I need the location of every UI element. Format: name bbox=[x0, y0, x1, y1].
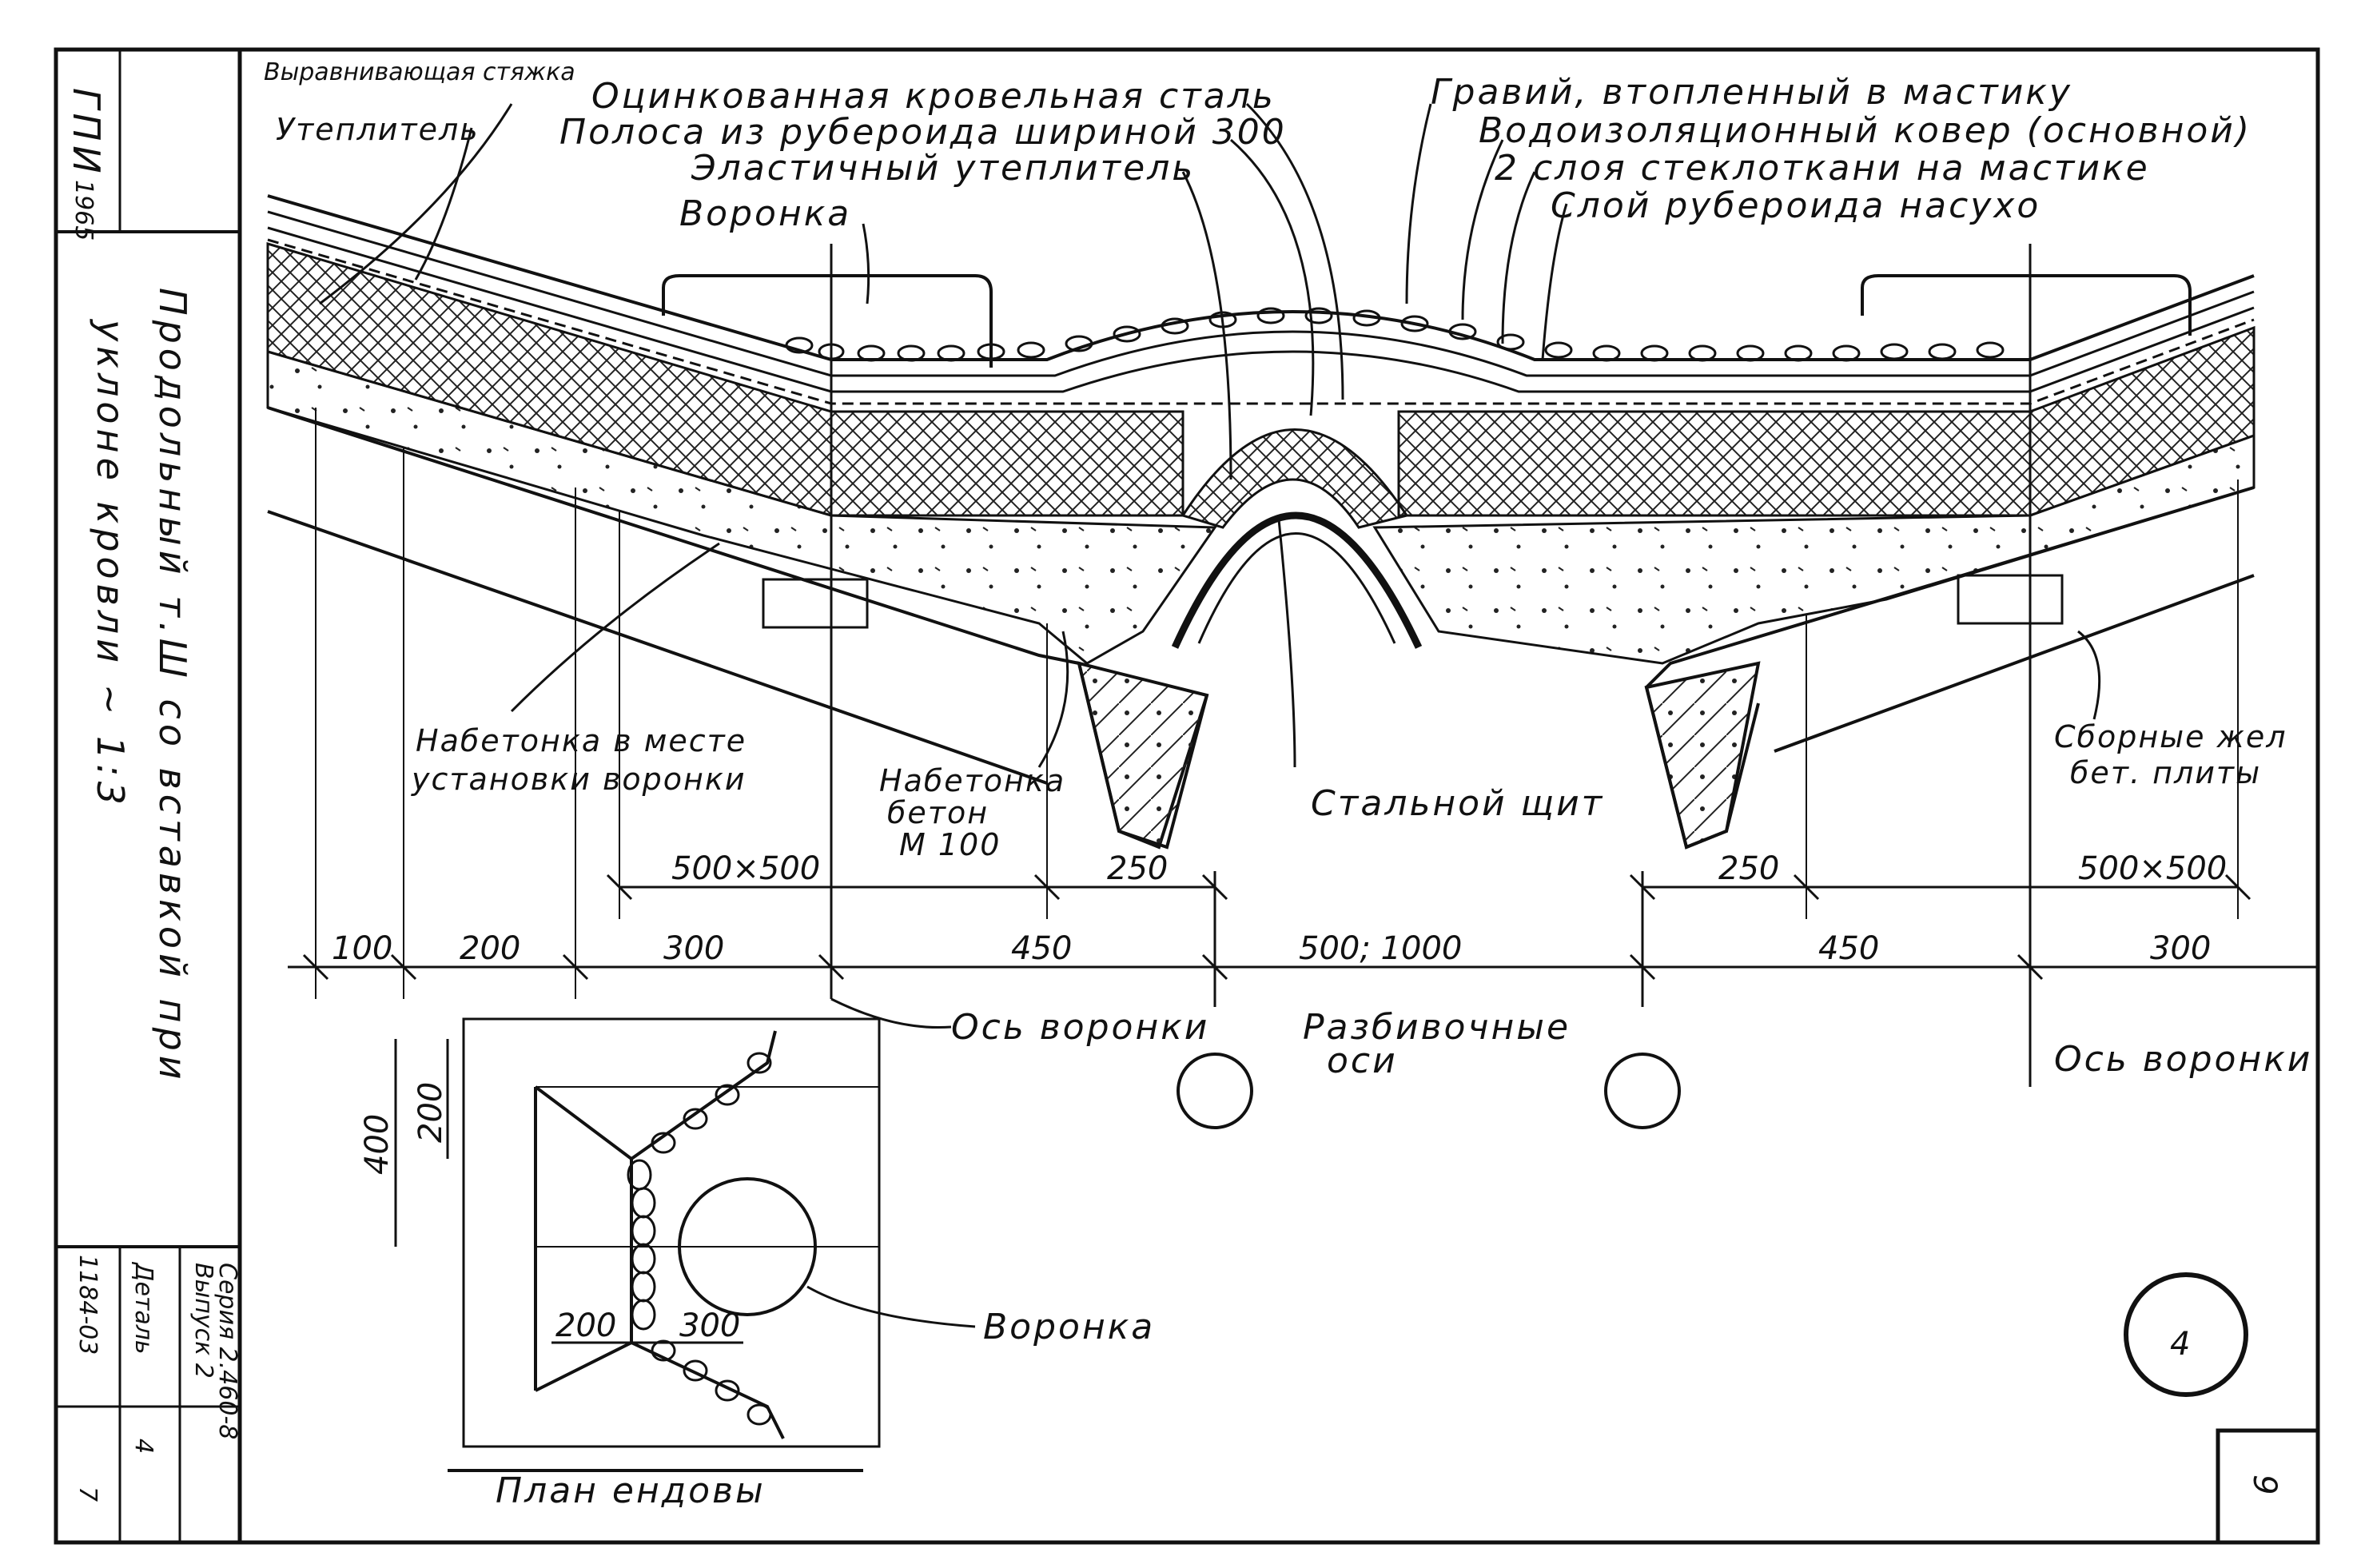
label-insulation-left: Утеплитель bbox=[276, 112, 480, 147]
stamp-issue: Выпуск 2 bbox=[189, 1263, 217, 1379]
label-gravel: Гравий, втопленный в мастику bbox=[1431, 72, 2072, 113]
dim-upper-right: 500×500 bbox=[2078, 850, 2227, 887]
detail-marker-circle bbox=[2124, 1272, 2248, 1397]
label-precast-line2: бет. плиты bbox=[2070, 755, 2261, 790]
label-funnel-axis-left: Ось воронки bbox=[951, 1007, 1209, 1048]
dim-plan-300: 300 bbox=[679, 1307, 740, 1344]
stamp-sheet-bottom: 7 bbox=[74, 1486, 102, 1502]
dim-500-1000: 500; 1000 bbox=[1299, 930, 1462, 967]
label-marking-axes-line1: Разбивочные bbox=[1303, 1007, 1571, 1048]
slab-right-rib bbox=[1644, 661, 1761, 850]
dim-450-left: 450 bbox=[1011, 930, 1072, 967]
dim-450-right: 450 bbox=[1818, 930, 1879, 967]
stamp-detail-value: 4 bbox=[129, 1439, 157, 1454]
dim-plan-400: 400 bbox=[359, 1114, 396, 1175]
dim-upper-left-250: 250 bbox=[1107, 850, 1168, 887]
roof-section bbox=[266, 194, 2256, 1087]
arch-insulation bbox=[1181, 428, 1409, 529]
valley-plan bbox=[394, 1017, 881, 1472]
stamp-title-line1: Продольный т.Ш со вставкой при bbox=[151, 288, 194, 1084]
dim-300-right: 300 bbox=[2150, 930, 2211, 967]
dim-upper-right-250: 250 bbox=[1718, 850, 1779, 887]
dim-300-left: 300 bbox=[663, 930, 724, 967]
dim-upper-left: 500×500 bbox=[671, 850, 820, 887]
dimension-lines bbox=[288, 874, 2318, 981]
stamp-year: 1965 bbox=[70, 180, 98, 241]
steel-shield-arch bbox=[1171, 511, 1423, 649]
label-precast-line1: Сборные жел bbox=[2054, 719, 2287, 754]
label-funnel-plan: Воронка bbox=[983, 1307, 1155, 1347]
insulation-middle-right bbox=[1397, 410, 2032, 517]
detail-marker-number: 4 bbox=[2170, 1326, 2190, 1363]
stamp-series: Серия 2.460-8 bbox=[213, 1263, 241, 1439]
label-valley-plan: План ендовы bbox=[496, 1470, 766, 1511]
sheet-frame bbox=[54, 47, 2320, 1545]
label-funnel-axis-right: Ось воронки bbox=[2054, 1039, 2312, 1080]
stamp-detail-label: Деталь bbox=[129, 1261, 157, 1355]
label-elastic-insulation: Эластичный утеплитель bbox=[691, 148, 1195, 189]
dim-200: 200 bbox=[460, 930, 520, 967]
concrete-fill bbox=[266, 350, 1217, 665]
leader-lines bbox=[319, 102, 2101, 1328]
marking-axis-circle-left bbox=[1177, 1053, 1253, 1129]
label-concrete-line2: бетон bbox=[887, 795, 989, 830]
gravel-layer bbox=[785, 307, 2005, 362]
label-funnel-top: Воронка bbox=[679, 193, 851, 234]
label-waterproof-carpet: Водоизоляционный ковер (основной) bbox=[1479, 110, 2252, 151]
label-roofing-strip: Полоса из рубероида шириной 300 bbox=[559, 112, 1287, 153]
label-marking-axes-line2: оси bbox=[1327, 1041, 1398, 1081]
label-concrete-line3: М 100 bbox=[899, 827, 1001, 862]
labels: Выравнивающая стяжка Утеплитель Оцинкова… bbox=[264, 58, 2312, 1511]
dim-plan-200-bottom: 200 bbox=[555, 1307, 616, 1344]
label-steel-shield: Стальной щит bbox=[1311, 783, 1604, 824]
insulation-middle-left bbox=[830, 410, 1184, 517]
label-concrete-line1: Набетонка bbox=[879, 763, 1065, 798]
title-block: ГПИ 1965 Продольный т.Ш со вставкой при … bbox=[65, 88, 2283, 1502]
dimension-texts: 500×500 250 250 500×500 100 200 300 450 … bbox=[332, 850, 2227, 1344]
stamp-drawing-number: 1184-03 bbox=[74, 1255, 102, 1355]
dim-100: 100 bbox=[332, 930, 392, 967]
stamp-org: ГПИ bbox=[65, 88, 108, 178]
stamp-title-line2: уклоне кровли ~ 1:3 bbox=[89, 318, 132, 810]
label-concrete-fill-line1: Набетонка в месте bbox=[416, 723, 747, 758]
sheet-number: 9 bbox=[2246, 1474, 2283, 1494]
label-leveling-screed: Выравнивающая стяжка bbox=[264, 58, 575, 86]
label-galvanized-steel: Оцинкованная кровельная сталь bbox=[591, 76, 1276, 117]
label-concrete-fill-line2: установки воронки bbox=[411, 762, 747, 797]
dim-plan-200-top: 200 bbox=[412, 1082, 449, 1143]
plan-funnel-circle bbox=[678, 1177, 817, 1316]
label-fiberglass: 2 слоя стеклоткани на мастике bbox=[1495, 148, 2150, 189]
label-dry-roofing: Слой рубероида насухо bbox=[1551, 185, 2041, 226]
marking-axis-circle-right bbox=[1604, 1053, 1681, 1129]
slab-left-rib bbox=[1077, 661, 1209, 850]
